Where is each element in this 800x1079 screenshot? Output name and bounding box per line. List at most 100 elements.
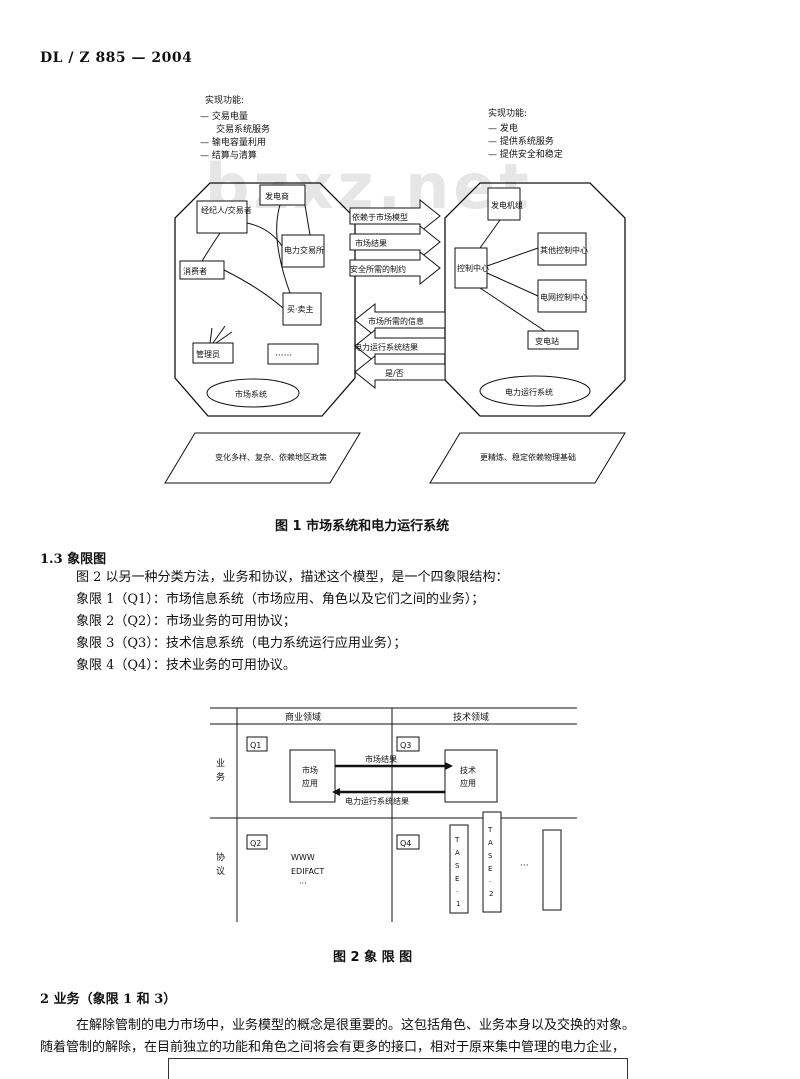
consumer-label: 消费者 [183,266,207,276]
section-2-heading: 2 业务（象限 1 和 3） [40,992,177,1007]
control-center-box [454,247,488,289]
row-protocol-label-1: 协 [216,851,225,863]
buyer-seller-box [282,292,322,326]
row-business-label-2: 务 [216,771,225,783]
dots-box [267,343,319,365]
figure-2-caption: 图 2 象 限 图 [333,950,413,965]
next-figure-box [168,1058,628,1079]
q2-line-2: EDIFACT [291,867,324,876]
grid-control-label: 电网控制中心 [540,292,588,302]
svg-text:E: E [455,875,459,883]
market-octagon [174,182,356,417]
section-1-3-line-2: 象限 1（Q1）：市场信息系统（市场应用、角色以及它们之间的业务）； [76,592,485,607]
svg-text:·: · [456,888,458,896]
left-function-4: — 结算与清算 [200,149,257,161]
q4-label: Q4 [400,839,411,848]
section-1-3-line-4: 象限 3（Q3）：技术信息系统（电力系统运行应用业务）； [76,636,407,651]
tech-app-label-1: 技术 [460,765,476,775]
svg-text:E: E [488,865,492,873]
section-1-3-heading: 1.3 象限图 [40,552,107,567]
right-function-2: — 提供系统服务 [488,135,554,147]
left-function-1: — 交易电量 [200,110,248,122]
broker-box [196,200,248,234]
market-app-label-2: 应用 [302,778,318,788]
buyer-seller-label: 买·卖主 [287,304,314,314]
grid-control-box [537,279,587,313]
arrow-left-1 [354,302,446,338]
exchange-label: 电力交易所 [284,245,324,255]
q2-line-3: ··· [299,879,307,888]
section-2-line-1: 在解除管制的电力市场中，业务模型的概念是很重要的。这包括角色、业务本身以及交换的… [76,1018,636,1033]
regulator-label: 管理员 [196,349,220,359]
right-base [429,432,626,484]
substation-label: 变电站 [535,336,559,346]
q2-box [246,834,268,850]
section-2-line-2: 随着管制的解除，在目前独立的功能和角色之间将会有更多的接口，相对于原来集中管理的… [40,1040,626,1055]
right-function-3: — 提供安全和稳定 [488,148,563,160]
power-system-label: 电力运行系统 [505,387,553,397]
left-functions-title: 实现功能: [205,94,244,106]
extra-protocol-box [542,829,562,911]
arrow-right-1 [349,198,441,234]
market-app-label-1: 市场 [302,765,318,775]
q2-label: Q2 [250,839,261,848]
q1-box [246,736,268,752]
section-1-3-line-5: 象限 4（Q4）：技术业务的可用协议。 [76,658,296,673]
arrow-right-2 [349,224,441,260]
market-app-box [289,749,336,803]
other-control-label: 其他控制中心 [540,245,588,255]
arrow-left-3-label: 是/否 [385,369,404,378]
right-base-line: 更精炼、稳定依赖物理基础 [480,452,576,462]
q4-box [396,834,420,850]
figure-1-diagram: 实现功能: — 交易电量 交易系统服务 — 输电容量利用 — 结算与清算 实现功… [164,94,626,484]
q2-line-1: WWW [291,853,315,862]
left-function-3: — 输电容量利用 [200,136,266,148]
col-technical-label: 技术领域 [453,711,489,723]
left-function-2: 交易系统服务 [216,123,270,135]
arrow-left-2 [354,328,446,364]
q4-dots: ··· [520,861,529,871]
col-business-label: 商业领域 [285,711,321,723]
svg-text:1: 1 [456,900,460,908]
arrow-right-2-label: 市场结果 [355,238,387,248]
row-protocol-label-2: 议 [216,866,225,877]
broker-label: 经纪人/交易者 [201,205,252,215]
left-base [164,432,361,484]
figure-2-quadrant: 商业领域 技术领域 业 务 协 议 Q1 Q3 Q2 Q4 市场 应用 技术 应… [210,707,577,922]
gen-unit-box [487,187,521,221]
tech-app-label-2: 应用 [460,778,476,788]
market-system-ellipse [206,378,300,408]
left-base-line: 变化多样、复杂、依赖地区政策 [215,452,327,462]
power-octagon [444,182,626,417]
right-function-1: — 发电 [488,122,518,134]
svg-text:2: 2 [489,890,493,898]
generator-label: 发电商 [265,191,289,201]
control-center-label: 控制中心 [457,263,489,273]
arrow-left-1-label: 市场所需的信息 [368,316,424,326]
tase2-box [482,811,502,913]
arrow-right-1-label: 依赖于市场模型 [352,212,408,222]
section-1-3-line-1: 图 2 以另一种分类方法，业务和协议，描述这个模型，是一个四象限结构： [76,570,509,585]
arrow-left-2-label: 电力运行系统结果 [354,342,418,352]
substation-box [527,330,579,350]
doc-code-header: DL / Z 885 — 2004 [40,50,193,66]
generator-box [259,184,306,206]
q1-label: Q1 [250,741,261,750]
svg-text:A: A [488,839,493,847]
arrow-right-3 [349,250,441,286]
power-result-label: 电力运行系统结果 [345,796,409,806]
arrow-right-3-label: 安全所需的制约 [350,264,406,274]
other-control-box [537,232,587,266]
market-result-label: 市场结果 [365,754,397,764]
power-system-ellipse [479,375,591,407]
tase1-box [449,824,469,914]
svg-text:·: · [489,878,491,886]
figure-1-caption: 图 1 市场系统和电力运行系统 [275,519,450,534]
row-business-label-1: 业 [216,758,225,769]
market-system-label: 市场系统 [235,389,267,399]
svg-text:A: A [455,849,460,857]
arrow-left-3 [354,354,446,390]
section-1-3-line-3: 象限 2（Q2）：市场业务的可用协议； [76,614,296,629]
tase2-label-1: T [487,826,493,834]
dots-label: ······ [275,351,292,361]
